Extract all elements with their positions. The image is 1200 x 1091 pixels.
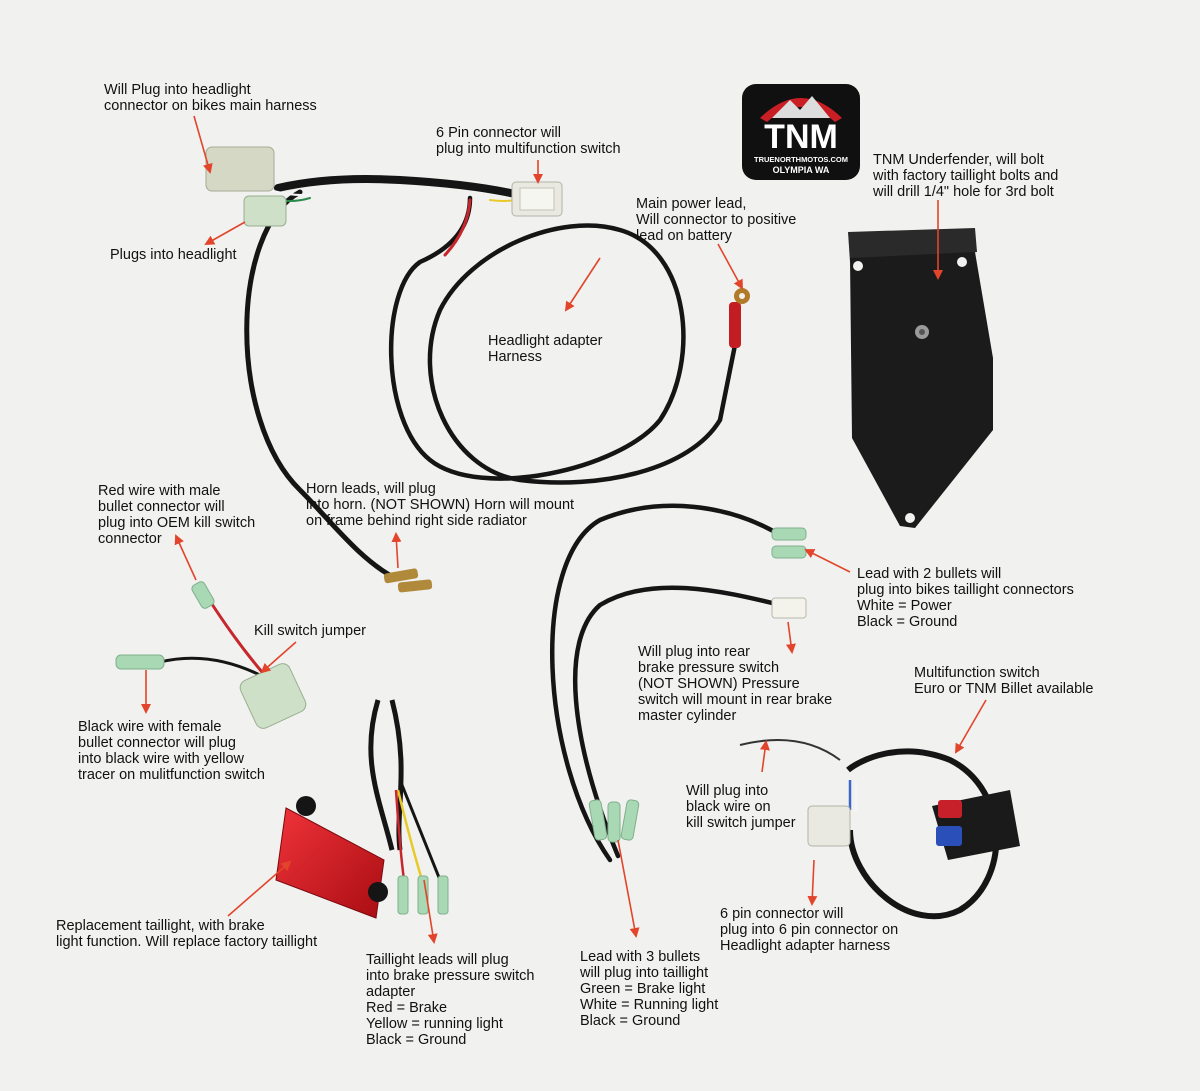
- label-main-power-lead: Main power lead, Will connector to posit…: [636, 196, 797, 244]
- label-black-wire-female-bullet: Black wire with female bullet connector …: [78, 719, 265, 783]
- logo-location: OLYMPIA WA: [773, 165, 830, 175]
- arrow-multifunction-switch: [955, 699, 987, 754]
- taillight-bullet-leads: [550, 503, 807, 863]
- label-plugs-into-headlight: Plugs into headlight: [110, 247, 237, 263]
- label-rear-brake-pressure-switch: Will plug into rear brake pressure switc…: [638, 644, 833, 724]
- headlight-adapter-harness: [244, 175, 738, 581]
- arrow-main-power-lead: [717, 243, 743, 290]
- label-black-wire-kill-switch: Will plug into black wire on kill switch…: [686, 783, 796, 831]
- battery-ring-terminal: [729, 288, 750, 348]
- arrow-three-bullets: [617, 839, 640, 938]
- label-replacement-taillight: Replacement taillight, with brake light …: [56, 918, 318, 950]
- arrow-headlight-connector: [193, 115, 213, 174]
- label-six-pin-connector: 6 Pin connector will plug into multifunc…: [436, 125, 621, 157]
- arrow-plugs-into-headlight: [204, 221, 246, 245]
- logo-url: TRUENORTHMOTOS.COM: [754, 155, 848, 164]
- label-headlight-adapter-harness: Headlight adapter Harness: [488, 333, 603, 365]
- arrow-kill-switch-jumper: [260, 641, 297, 674]
- arrow-black-wire-kill-switch: [759, 740, 770, 773]
- arrow-headlight-adapter: [564, 257, 601, 312]
- label-horn-leads: Horn leads, will plug into horn. (NOT SH…: [306, 481, 575, 529]
- label-red-wire-male-bullet: Red wire with male bullet connector will…: [98, 483, 256, 547]
- label-six-pin-to-adapter: 6 pin connector will plug into 6 pin con…: [720, 906, 899, 954]
- horn-spade-terminals: [383, 568, 433, 593]
- kill-switch-jumper: [115, 581, 307, 729]
- label-multifunction-switch: Multifunction switch Euro or TNM Billet …: [914, 665, 1094, 697]
- arrow-horn-leads: [391, 532, 402, 569]
- arrow-six-pin-to-adapter: [807, 859, 818, 906]
- label-lead-with-2-bullets: Lead with 2 bullets will plug into bikes…: [857, 566, 1074, 630]
- arrow-two-bullets: [804, 549, 851, 573]
- underfender-bracket: [848, 228, 993, 528]
- label-lead-with-3-bullets: Lead with 3 bullets will plug into taill…: [580, 949, 719, 1029]
- arrow-taillight-leads: [423, 879, 438, 944]
- label-headlight-connector: Will Plug into headlight connector on bi…: [104, 82, 317, 114]
- label-tnm-underfender: TNM Underfender, will bolt with factory …: [873, 152, 1059, 200]
- replacement-taillight: [275, 699, 449, 919]
- headlight-connector-pair: [205, 146, 287, 227]
- six-pin-harness-connector: [511, 181, 563, 217]
- logo-brand: TNM: [764, 118, 838, 156]
- label-taillight-leads: Taillight leads will plug into brake pre…: [366, 952, 535, 1048]
- label-kill-switch-jumper: Kill switch jumper: [254, 623, 366, 639]
- pointer-arrows: [141, 115, 987, 944]
- arrow-replacement-taillight: [227, 860, 292, 917]
- multifunction-switch: [739, 739, 1020, 920]
- arrow-red-wire: [174, 534, 197, 581]
- arrow-rear-brake-switch: [785, 621, 796, 654]
- tnm-logo: TNM TRUENORTHMOTOS.COM OLYMPIA WA: [742, 84, 860, 180]
